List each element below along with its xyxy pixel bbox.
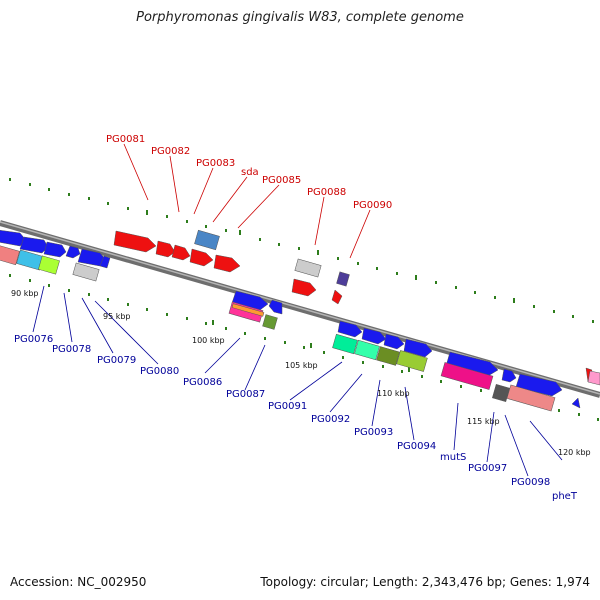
forward-gene-labels: PG0081 PG0082 PG0083 sda PG0085 PG0088 P…: [106, 134, 392, 211]
gene-label: mutS: [440, 452, 466, 463]
scale-label: 120 kbp: [558, 448, 591, 457]
gene-PG0088: [291, 278, 317, 297]
gene-label: PG0081: [106, 134, 145, 145]
scale-label: 110 kbp: [377, 389, 410, 398]
gene-label: PG0078: [52, 344, 91, 355]
map-title: Porphyromonas gingivalis W83, complete g…: [136, 10, 464, 25]
gene-label: PG0076: [14, 334, 53, 345]
genome-backbone: [0, 220, 600, 398]
gene-label: PG0083: [196, 158, 235, 169]
gene-label: PG0085: [262, 175, 301, 186]
bottom-leader-lines: [32, 285, 563, 477]
gene-label: PG0086: [183, 377, 222, 388]
scale-label: 115 kbp: [467, 417, 500, 426]
scale-label: 105 kbp: [285, 361, 318, 370]
gene-label: PG0094: [397, 441, 436, 452]
gene-label: PG0080: [140, 366, 179, 377]
gene-label: PG0093: [354, 427, 393, 438]
gene-PG0083: [171, 244, 191, 261]
gene-label: PG0098: [511, 477, 550, 488]
gene-label: PG0088: [307, 187, 346, 198]
reverse-strand-genes: [0, 244, 581, 412]
scale-label: 100 kbp: [192, 336, 225, 345]
reverse-gene-labels: PG0076 PG0078 PG0079 PG0080 PG0086 PG008…: [14, 334, 578, 502]
scale-label: 90 kbp: [11, 289, 39, 298]
gene-label: PG0097: [468, 463, 507, 474]
gene-PG0081: [113, 230, 157, 253]
gene-label: PG0091: [268, 401, 307, 412]
forward-strand-genes: [0, 229, 600, 397]
genome-summary-text: Topology: circular; Length: 2,343,476 bp…: [260, 575, 590, 589]
gene-label: pheT: [552, 491, 578, 502]
gene-label: PG0082: [151, 146, 190, 157]
gene-label: sda: [241, 167, 259, 178]
accession-text: Accession: NC_002950: [10, 575, 147, 589]
gene-label: PG0079: [97, 355, 136, 366]
gene-label: PG0090: [353, 200, 392, 211]
gene-PG0082: [155, 240, 176, 258]
gene-PG0090: [336, 271, 350, 287]
gene-label: PG0092: [311, 414, 350, 425]
outer-tick-track: [9, 178, 594, 323]
gene-PG0085: [213, 254, 241, 273]
top-leader-lines: [123, 143, 371, 259]
scale-label: 95 kbp: [103, 312, 131, 321]
gene-label: PG0087: [226, 389, 265, 400]
gene-sda: [194, 229, 220, 251]
scale-labels: 90 kbp 95 kbp 100 kbp 105 kbp 110 kbp 11…: [11, 289, 591, 457]
